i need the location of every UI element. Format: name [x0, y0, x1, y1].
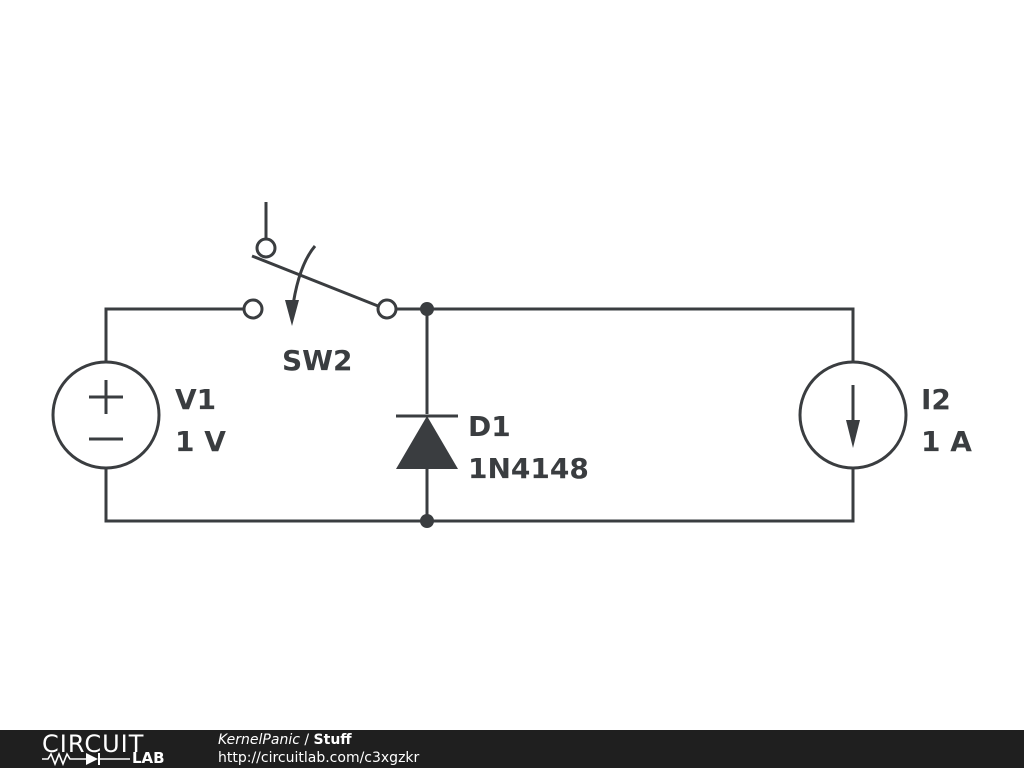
wire-switch-right	[396, 307, 855, 362]
author-link[interactable]: KernelPanic	[218, 732, 300, 748]
voltage-source-value-label: 1 V	[175, 425, 226, 458]
diode-part-label: 1N4148	[468, 452, 589, 485]
switch-terminal-left	[242, 298, 264, 320]
circuit-schematic: SW2 V1 1 V D1 1N4148 I2 1 A	[51, 202, 972, 528]
switch-blade	[251, 254, 379, 308]
circuitlab-logo[interactable]: CIRCUIT LAB	[42, 730, 177, 767]
credit-line: KernelPanic / Stuff	[218, 731, 419, 749]
url-line: http://circuitlab.com/c3xgzkr	[218, 749, 419, 767]
project-credit: KernelPanic / Stuff http://circuitlab.co…	[218, 731, 419, 767]
current-source-value-label: 1 A	[921, 425, 972, 458]
logo-resistor-diode-icon	[42, 752, 130, 766]
current-source-i2	[798, 360, 908, 470]
logo-wordmark-lab: LAB	[132, 749, 165, 767]
voltage-source-body	[51, 360, 161, 470]
project-link[interactable]: Stuff	[313, 732, 352, 748]
diode-d1	[396, 414, 458, 469]
current-arrow-head	[846, 420, 860, 448]
wires	[104, 307, 855, 523]
current-source-name-label: I2	[921, 383, 951, 416]
junction-bottom	[420, 514, 434, 528]
credit-separator: /	[299, 732, 314, 748]
footer-bar: CIRCUIT LAB KernelPanic / Stuff http://c…	[0, 730, 1024, 768]
voltage-source-v1	[51, 360, 161, 470]
switch-terminal-common	[255, 237, 277, 259]
switch-name-label: SW2	[282, 344, 353, 377]
diode-anode-triangle	[396, 416, 458, 469]
switch-sw2	[242, 202, 398, 326]
diode-name-label: D1	[468, 410, 511, 443]
switch-throw-arrowhead	[285, 300, 299, 326]
junction-top	[420, 302, 434, 316]
switch-terminal-right	[376, 298, 398, 320]
wire-bottom	[104, 468, 855, 523]
circuit-url-link[interactable]: http://circuitlab.com/c3xgzkr	[218, 750, 420, 766]
wire-v1-top	[104, 307, 244, 362]
current-source-body	[798, 360, 908, 470]
voltage-source-name-label: V1	[175, 383, 216, 416]
